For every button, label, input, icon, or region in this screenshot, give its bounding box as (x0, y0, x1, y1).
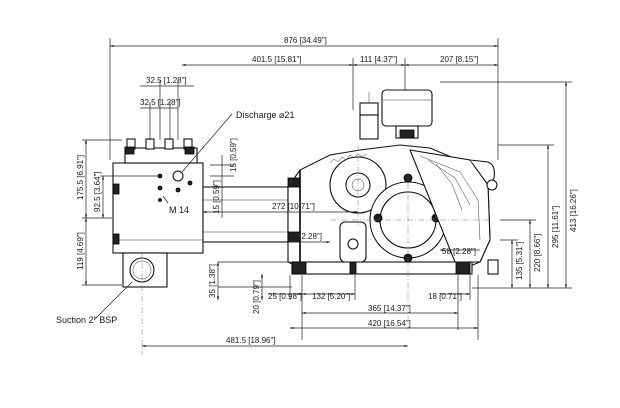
dim-overall-width: 876 [34.49"] (284, 36, 327, 45)
dim-20: 20 [0.79"] (252, 280, 261, 314)
dim-175: 175.5 [6.91"] (76, 155, 85, 200)
dim-135: 135 [5.31"] (515, 242, 524, 280)
motor-cap (359, 89, 433, 140)
dim-481: 481.5 [18.96"] (226, 336, 276, 345)
dim-220: 220 [8.66"] (533, 234, 542, 272)
dim-207: 207 [8.15"] (440, 55, 478, 64)
dim-15-lower: 15 [0.59"] (212, 180, 221, 214)
dim-420: 420 [16.54"] (368, 319, 411, 328)
dim-35: 35 [1.38"] (208, 264, 217, 298)
dim-58-left: 58 [2.28"] (288, 232, 322, 241)
dim-119: 119 [4.69"] (76, 232, 85, 270)
dim-18: 18 [0.71"] (428, 292, 462, 301)
suction-label: Suction 2" BSP (56, 315, 117, 325)
oil-plug (486, 179, 498, 191)
dim-132: 132 [5.20"] (312, 292, 350, 301)
dim-58-right: 58 [2.28"] (442, 247, 476, 256)
dim-32-lower: 32.5 [1.28"] (140, 98, 181, 107)
dim-295: 295 [11.61"] (551, 206, 560, 248)
base-plate (291, 261, 473, 275)
dim-272: 272 [10.71"] (272, 202, 315, 211)
thread-label: M 14 (169, 205, 189, 215)
dim-365: 365 [14.37"] (368, 304, 411, 313)
discharge-port (172, 170, 184, 182)
discharge-label: Discharge ⌀21 (236, 110, 294, 120)
dim-25: 25 [0.98"] (268, 292, 302, 301)
dim-111: 111 [4.37"] (360, 55, 397, 64)
dimension-labels: 876 [34.49"] 401.5 [15.81"] 111 [4.37"] … (76, 36, 578, 345)
dim-32-upper: 32.5 [1.28"] (146, 76, 187, 85)
valve-caps (124, 138, 198, 164)
dim-401: 401.5 [15.81"] (252, 55, 302, 64)
dimension-lines (82, 38, 572, 348)
dim-413: 413 [16.26"] (569, 189, 578, 232)
plunger-housing (202, 186, 289, 243)
dim-15-upper: 15 [0.59"] (229, 138, 238, 172)
callout-labels: Discharge ⌀21 M 14 Suction 2" BSP (56, 110, 294, 325)
manifold-block (112, 162, 204, 254)
pump-body (112, 89, 499, 288)
dim-92: 92.5 [3.64"] (93, 171, 102, 212)
